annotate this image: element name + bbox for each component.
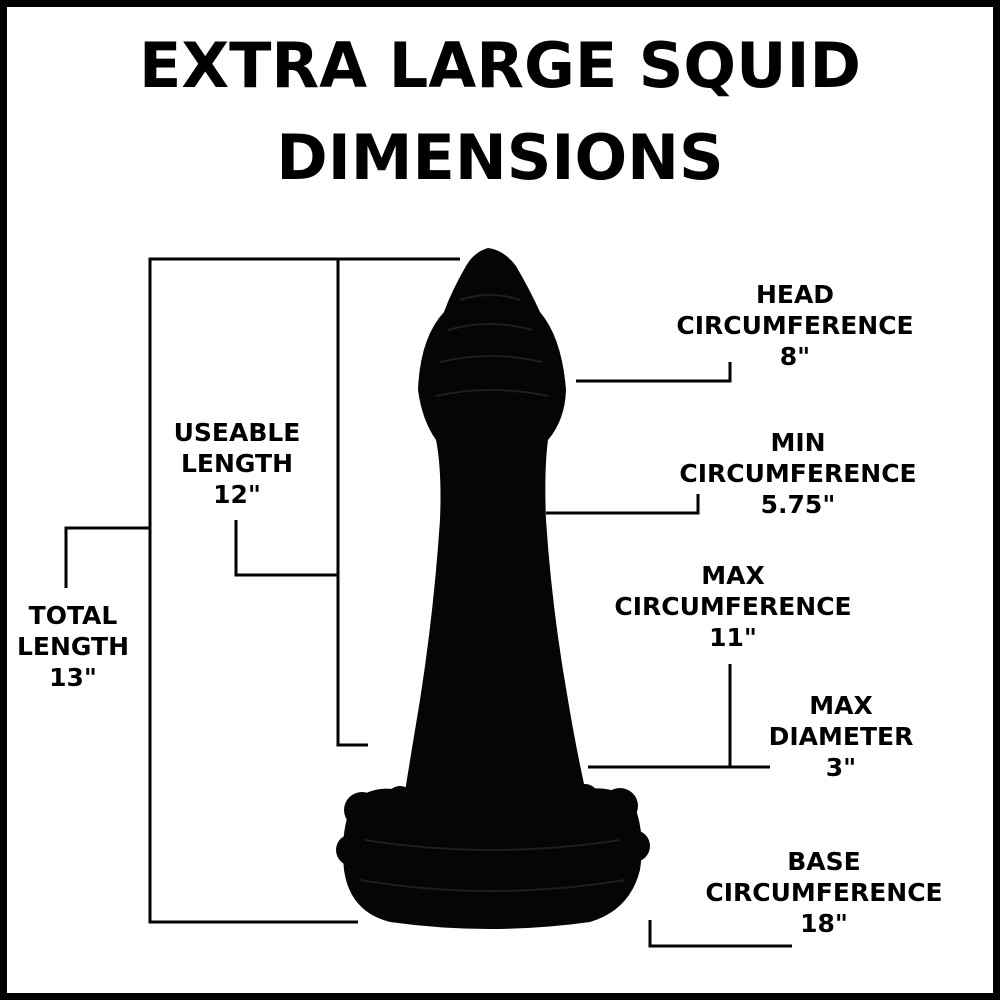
total-label-line-1: TOTAL (28, 601, 118, 630)
base-label-line-2: CIRCUMFERENCE (705, 878, 943, 907)
min-leader (546, 494, 700, 515)
base-circumference-label: BASE CIRCUMFERENCE 18" (698, 846, 950, 939)
title-line-1: EXTRA LARGE SQUID (138, 29, 862, 102)
min-label-value: 5.75" (760, 490, 836, 519)
product-texture (359, 294, 626, 892)
useable-label-line-1: USEABLE (173, 418, 301, 447)
base-knob (602, 788, 638, 824)
max-diam-label-line-1: MAX (809, 691, 873, 720)
min-circumference-label: MIN CIRCUMFERENCE 5.75" (672, 427, 924, 520)
total-length-label: TOTAL LENGTH 13" (12, 600, 134, 693)
head-label-value: 8" (779, 342, 811, 371)
max-circ-label-value: 11" (709, 623, 757, 652)
base-knob (386, 786, 414, 814)
max-diam-label-line-2: DIAMETER (768, 722, 914, 751)
min-label-line-2: CIRCUMFERENCE (679, 459, 917, 488)
product-shaft (402, 248, 590, 810)
base-knob (336, 834, 368, 866)
useable-length-leader (234, 520, 338, 577)
max-diam-label-value: 3" (825, 753, 857, 782)
max-circumference-label: MAX CIRCUMFERENCE 11" (608, 560, 858, 653)
base-knob (344, 792, 380, 828)
max-diameter-label: MAX DIAMETER 3" (762, 690, 920, 783)
total-label-line-2: LENGTH (17, 632, 129, 661)
base-label-value: 18" (800, 909, 848, 938)
max-circ-label-line-2: CIRCUMFERENCE (614, 592, 852, 621)
leader-lines (64, 257, 792, 948)
title-line-2: DIMENSIONS (276, 121, 724, 194)
head-circumference-label: HEAD CIRCUMFERENCE 8" (670, 279, 920, 372)
base-leader (648, 920, 792, 948)
diagram-title: EXTRA LARGE SQUID DIMENSIONS (0, 20, 1000, 204)
base-knob (571, 784, 599, 812)
base-knob (618, 830, 650, 862)
useable-label-value: 12" (213, 480, 261, 509)
max-circ-label-line-1: MAX (701, 561, 765, 590)
base-label-line-1: BASE (787, 847, 861, 876)
total-label-value: 13" (49, 663, 97, 692)
total-length-bracket (148, 257, 460, 924)
head-label-line-1: HEAD (755, 280, 835, 309)
product-silhouette (336, 248, 650, 929)
useable-length-label: USEABLE LENGTH 12" (168, 417, 306, 510)
useable-length-bracket (336, 259, 368, 747)
head-leader (576, 362, 732, 383)
head-label-line-2: CIRCUMFERENCE (676, 311, 914, 340)
product-base (343, 788, 642, 929)
useable-label-line-2: LENGTH (181, 449, 293, 478)
min-label-line-1: MIN (770, 428, 826, 457)
total-length-leader (64, 526, 150, 588)
